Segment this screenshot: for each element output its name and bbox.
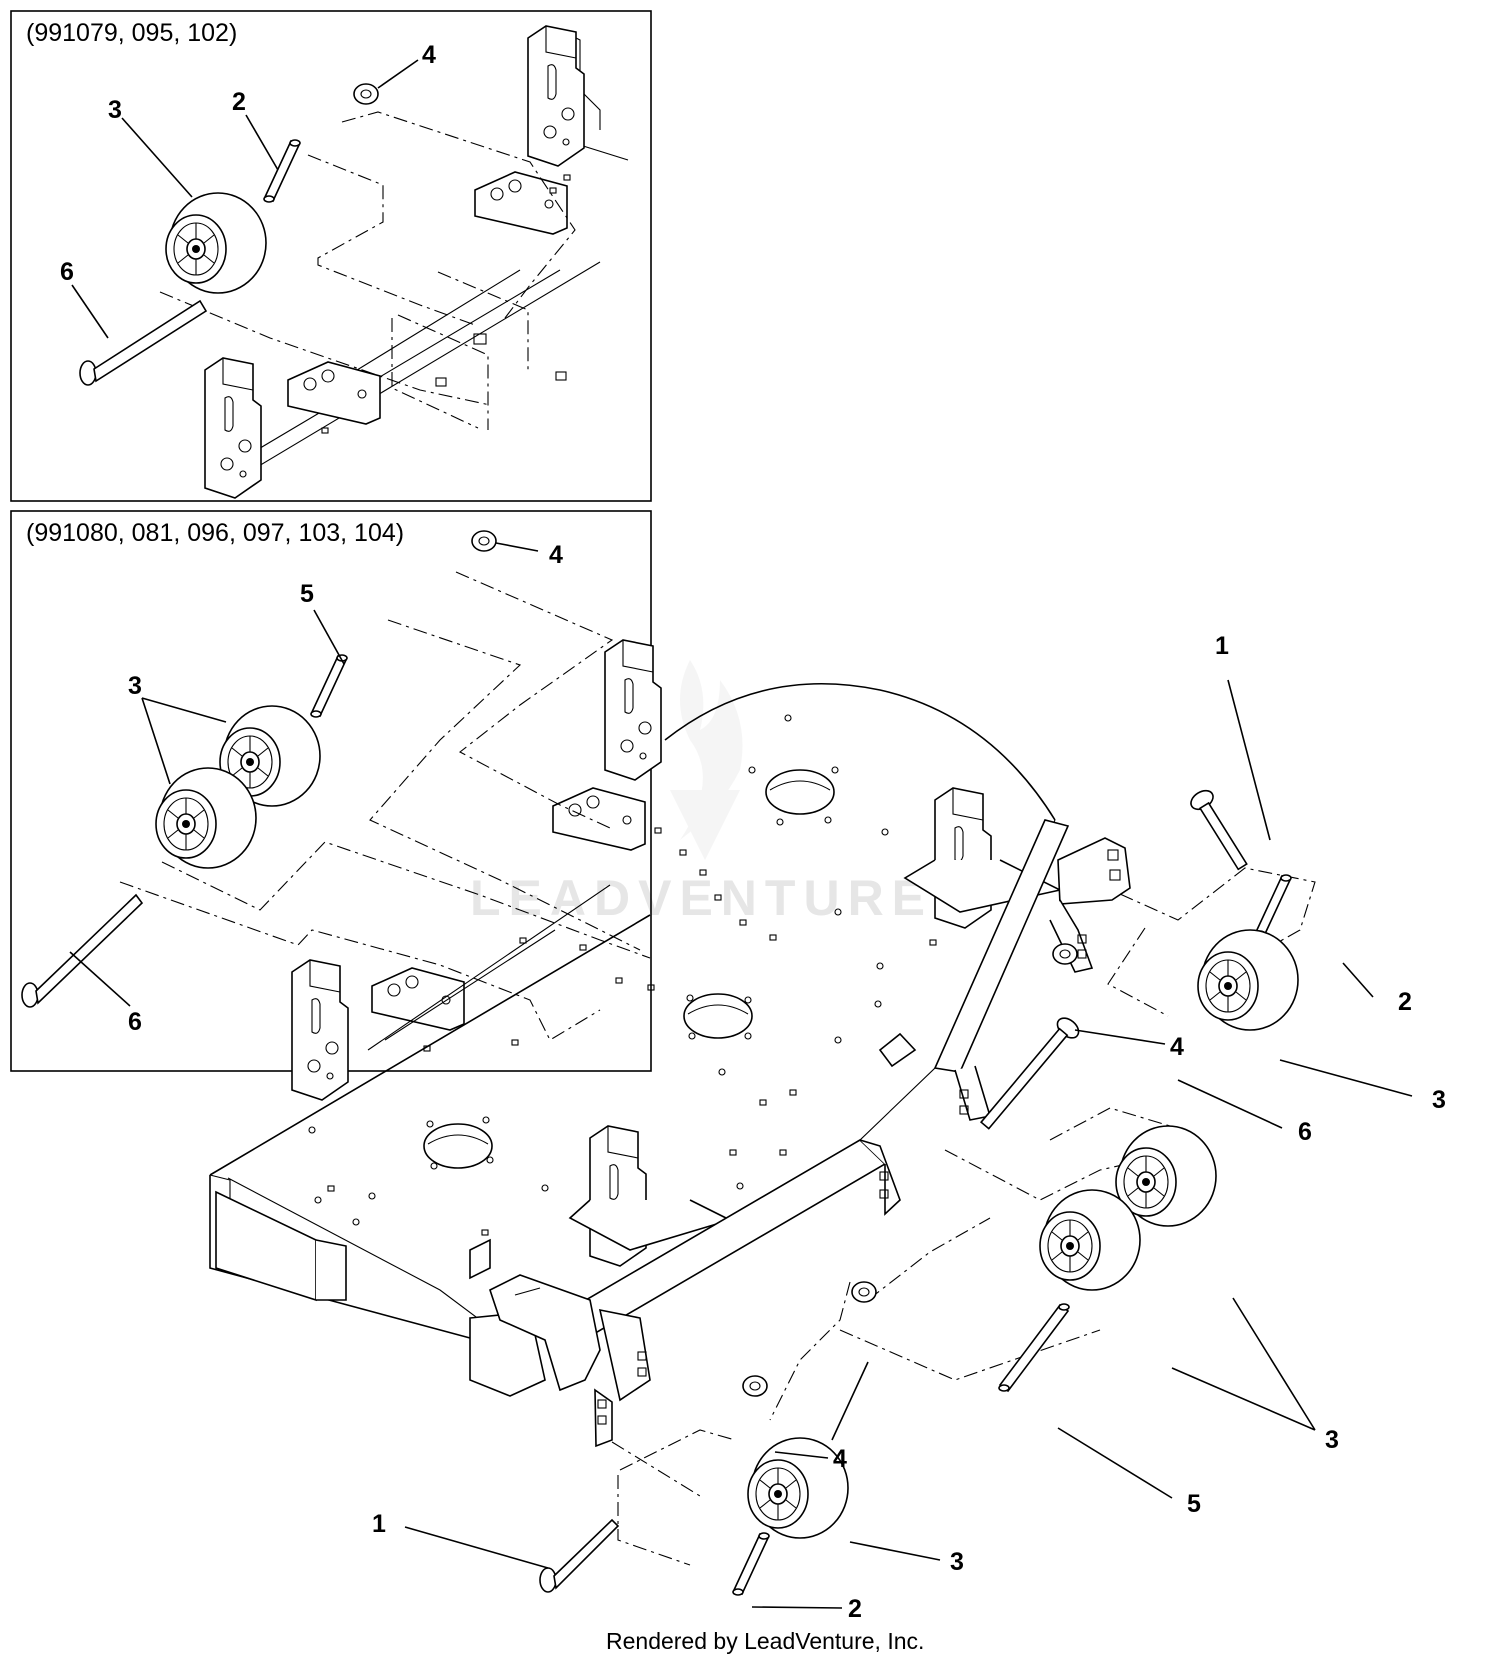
callout-inset2-4: 4 <box>549 541 563 569</box>
leader-main-6-right <box>1177 1079 1283 1129</box>
leader-inset1-6 <box>71 284 109 339</box>
callout-inset1-4: 4 <box>422 41 436 69</box>
callout-inset1-3: 3 <box>108 96 122 124</box>
leader-inset2-5 <box>313 609 345 665</box>
callout-inset2-3: 3 <box>128 672 142 700</box>
callout-main-4-right: 4 <box>1170 1033 1184 1061</box>
leader-inset1-3 <box>121 117 193 198</box>
leader-main-4-right <box>1074 1029 1166 1045</box>
callout-main-1-top: 1 <box>1215 632 1229 660</box>
leader-inset2-6 <box>69 951 131 1007</box>
footer-credit: Rendered by LeadVenture, Inc. <box>606 1628 924 1654</box>
inset2-drawing <box>21 530 662 1101</box>
leader-main-3-bottom <box>849 1541 941 1561</box>
callout-main-2-right: 2 <box>1398 988 1412 1016</box>
inset-caption-1: (991079, 095, 102) <box>26 19 237 47</box>
callout-inset1-2: 2 <box>232 88 246 116</box>
leader-main-1-top <box>1227 679 1271 841</box>
leader-main-4-bottom <box>774 1451 829 1459</box>
inset1-drawing <box>79 25 629 499</box>
leader-main-5-bottom <box>1057 1427 1173 1499</box>
callout-inset2-5: 5 <box>300 580 314 608</box>
callout-main-6-right: 6 <box>1298 1118 1312 1146</box>
watermark-logo <box>670 660 743 860</box>
inset-caption-2: (991080, 081, 096, 097, 103, 104) <box>26 519 404 547</box>
mower-deck <box>209 682 1131 1448</box>
callout-main-3-bottom: 3 <box>950 1548 964 1576</box>
leader-inset1-2 <box>245 114 279 171</box>
callout-main-5-bottom: 5 <box>1187 1490 1201 1518</box>
leader-main-1-bottom <box>404 1526 549 1569</box>
main-parts <box>539 789 1316 1596</box>
leader-inset2-3 <box>141 697 227 785</box>
leader-main-3-right <box>1279 1059 1413 1097</box>
inset-frame-1 <box>10 10 652 502</box>
callout-main-3-pair: 3 <box>1325 1426 1339 1454</box>
callout-inset1-6: 6 <box>60 258 74 286</box>
leader-main-2-bottom <box>751 1606 843 1609</box>
leader-inset2-4 <box>495 542 539 552</box>
leader-main-4-bottom-2 <box>831 1361 869 1441</box>
callout-main-1-bottom: 1 <box>372 1510 386 1538</box>
watermark-text: LEADVENTURE <box>470 870 933 926</box>
leader-main-2-right <box>1342 962 1374 998</box>
callout-main-3-right: 3 <box>1432 1086 1446 1114</box>
leader-main-3-pair <box>1171 1297 1316 1431</box>
callout-main-2-bottom: 2 <box>848 1595 862 1623</box>
callout-main-4-bottom: 4 <box>833 1445 847 1473</box>
callout-inset2-6: 6 <box>128 1008 142 1036</box>
leader-inset1-4 <box>377 59 419 89</box>
